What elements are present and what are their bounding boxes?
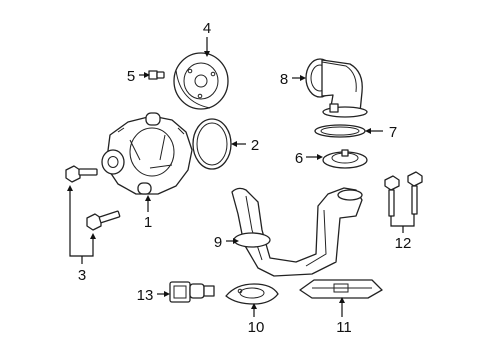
water-pump: [101, 112, 193, 195]
callout-1: 1: [144, 214, 152, 231]
callout-9: 9: [214, 234, 222, 251]
callout-7: 7: [389, 124, 397, 141]
pump-bolt-lower: [86, 210, 121, 231]
callout-5: 5: [127, 68, 135, 85]
pulley-bolt: [148, 70, 165, 80]
callout-3: 3: [78, 267, 86, 284]
pulley: [173, 52, 229, 110]
pump-bolt-upper: [65, 165, 98, 183]
callout-2: 2: [251, 137, 259, 154]
callout-4: 4: [203, 20, 211, 37]
leader-lines: [67, 37, 415, 317]
callout-10: 10: [248, 319, 265, 336]
housing-bolt-right: [407, 171, 423, 215]
temperature-sensor: [169, 281, 215, 303]
thermostat: [322, 149, 368, 169]
callout-11: 11: [336, 319, 352, 336]
inlet-housing: [225, 283, 279, 305]
coolant-pipe: [231, 187, 363, 277]
housing-bolt-left: [384, 175, 400, 217]
callout-8: 8: [280, 71, 288, 88]
gasket-plate: [299, 279, 383, 299]
callout-12: 12: [395, 235, 412, 252]
gasket-ring: [192, 118, 232, 170]
housing-gasket: [314, 124, 366, 138]
callout-6: 6: [295, 150, 303, 167]
callout-13: 13: [137, 287, 154, 304]
thermostat-housing: [305, 58, 368, 118]
